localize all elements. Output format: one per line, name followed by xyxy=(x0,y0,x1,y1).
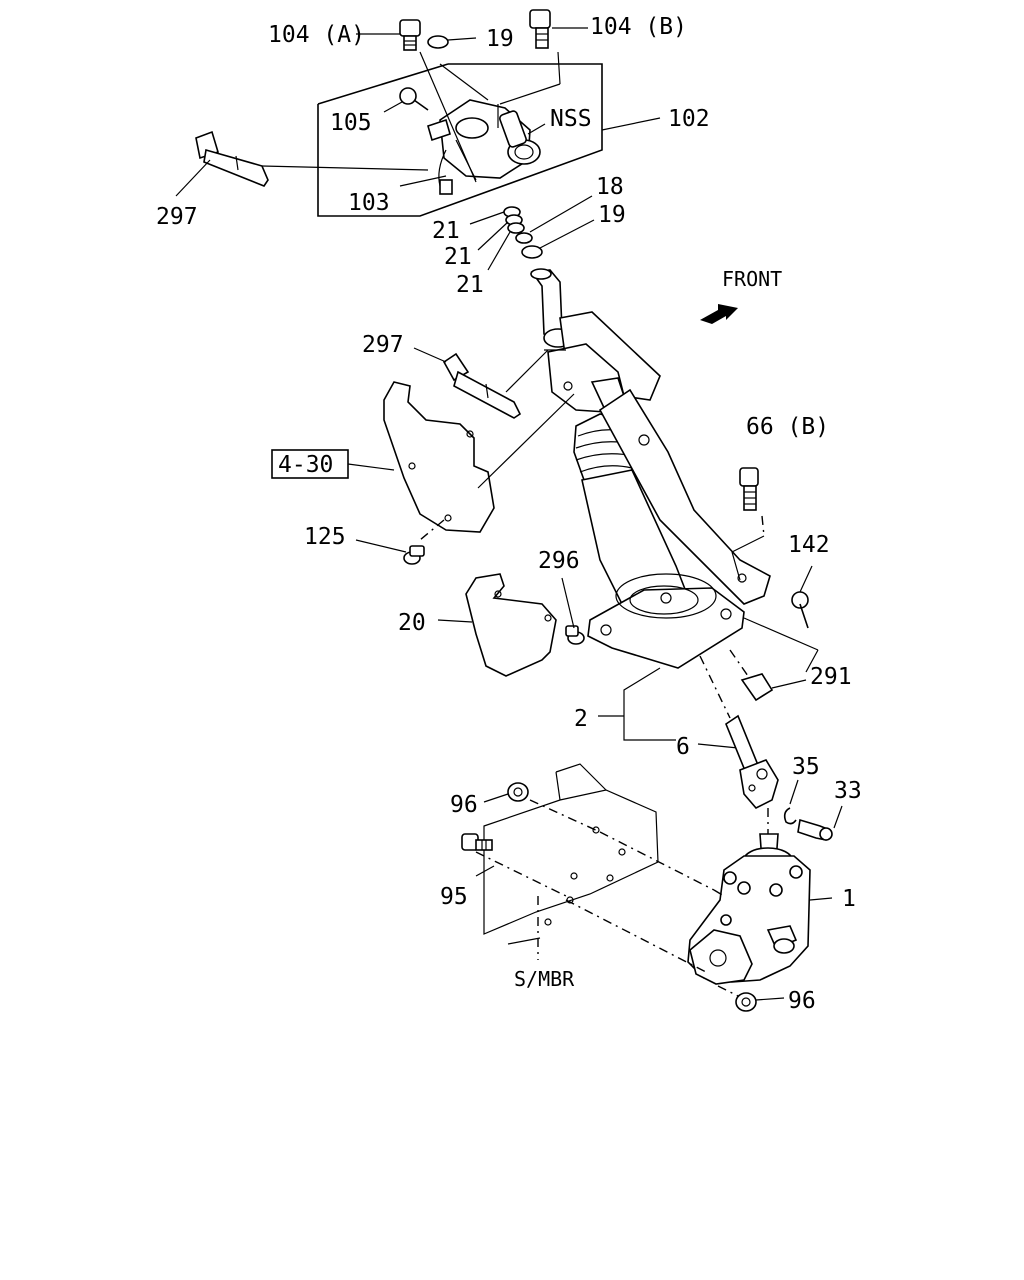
label-33: 33 xyxy=(834,778,862,804)
label-18: 18 xyxy=(596,174,624,200)
nut-96-top xyxy=(483,782,529,803)
clip-291 xyxy=(729,617,819,702)
part-labels: 104 (A) 104 (B) 19 105 NSS 102 297 103 1… xyxy=(156,14,862,1014)
label-104b: 104 (B) xyxy=(590,14,687,40)
label-103: 103 xyxy=(348,190,390,216)
steering-lock-assembly xyxy=(317,51,661,217)
label-2: 2 xyxy=(574,706,588,732)
label-296: 296 xyxy=(538,548,580,574)
strap-297-mid xyxy=(413,347,566,419)
clip-125 xyxy=(355,539,425,565)
label-297-top: 297 xyxy=(156,204,198,230)
label-102: 102 xyxy=(668,106,710,132)
lower-cover-20 xyxy=(437,573,557,677)
front-arrow-icon xyxy=(700,304,738,324)
strap-297-top xyxy=(175,130,429,197)
label-4-30: 4-30 xyxy=(278,452,333,478)
screw-105 xyxy=(383,87,429,113)
clip-35 xyxy=(783,779,799,825)
label-125: 125 xyxy=(304,524,346,550)
label-21-b: 21 xyxy=(444,244,472,270)
washer-18 xyxy=(515,195,593,244)
label-s-mbr: S/MBR xyxy=(514,967,575,991)
label-21-a: 21 xyxy=(432,218,460,244)
screw-296 xyxy=(561,577,585,645)
label-6: 6 xyxy=(676,734,690,760)
label-96-top: 96 xyxy=(450,792,478,818)
label-19-mid: 19 xyxy=(598,202,626,228)
label-21-c: 21 xyxy=(456,272,484,298)
frame-s-mbr xyxy=(475,763,725,973)
steering-gear-box-1 xyxy=(687,808,833,985)
bolt-33 xyxy=(797,805,843,841)
label-104a: 104 (A) xyxy=(268,22,365,48)
washer-19-top xyxy=(427,35,477,49)
label-front: FRONT xyxy=(722,267,782,291)
label-142: 142 xyxy=(788,532,830,558)
label-297-mid: 297 xyxy=(362,332,404,358)
label-66b: 66 (B) xyxy=(746,414,829,440)
label-95: 95 xyxy=(440,884,468,910)
cover-plate-4-30 xyxy=(271,381,575,541)
label-1: 1 xyxy=(842,886,856,912)
screw-142 xyxy=(791,565,813,629)
washer-19-mid xyxy=(521,219,595,259)
washer-stack-21 xyxy=(469,206,525,271)
nut-96-bottom xyxy=(717,985,785,1012)
steering-column xyxy=(530,268,771,669)
label-105: 105 xyxy=(330,110,372,136)
label-35: 35 xyxy=(792,754,820,780)
intermediate-shaft-6 xyxy=(699,655,779,809)
label-nss: NSS xyxy=(550,106,592,132)
label-291: 291 xyxy=(810,664,852,690)
label-20: 20 xyxy=(398,610,426,636)
bolt-95 xyxy=(461,833,495,877)
bolt-104a xyxy=(356,19,421,51)
bolt-104b xyxy=(529,9,588,49)
label-19-top: 19 xyxy=(486,26,514,52)
label-96-bottom: 96 xyxy=(788,988,816,1014)
bracket-2-6 xyxy=(598,667,739,749)
bolt-66b xyxy=(731,467,765,581)
